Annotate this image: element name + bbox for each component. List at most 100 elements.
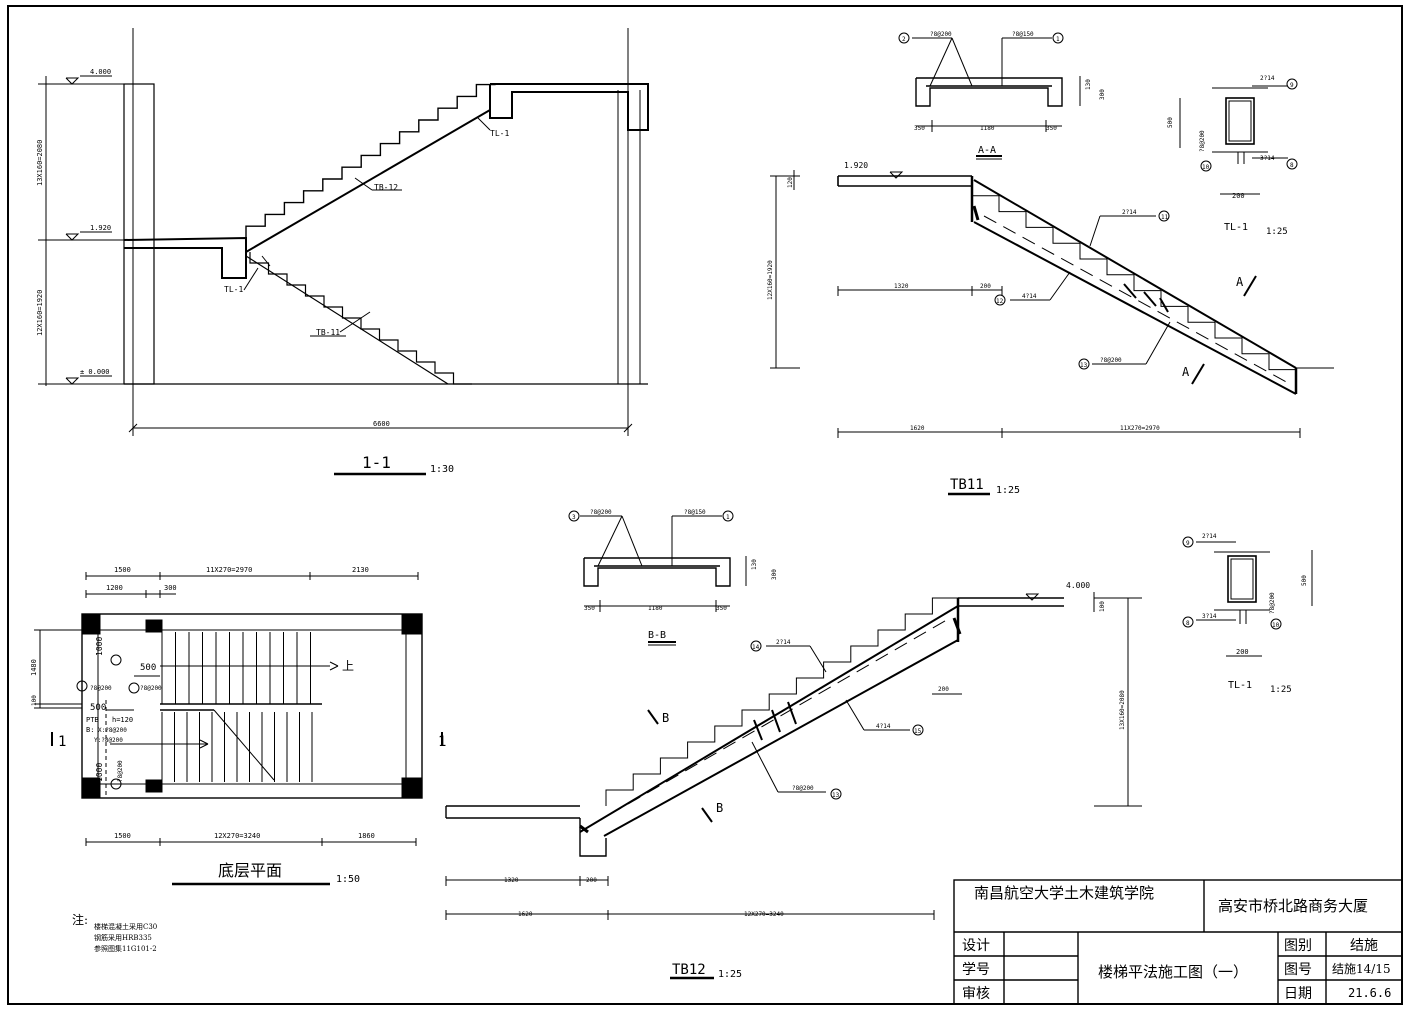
- elev-0: ± 0.000: [80, 368, 110, 376]
- tb12-dim-200: 200: [586, 877, 597, 884]
- plan-inner-bar-b: ?8@200: [140, 685, 162, 692]
- tb-project: 高安市桥北路商务大厦: [1218, 897, 1368, 915]
- plan-up-label: 上: [342, 659, 354, 673]
- aa-title: A-A: [978, 145, 996, 156]
- tb12-dim-200-mid: 200: [938, 686, 949, 693]
- aa-dim-3: 350: [1046, 125, 1057, 132]
- bb-bar-2: ?8@150: [684, 509, 706, 516]
- aa-mark-2: 2: [902, 36, 906, 43]
- notes-line-1: 楼梯混凝土采用C30: [94, 922, 157, 931]
- tb11-rebar-2: 4?14: [1022, 293, 1037, 300]
- aa-dim-2: 1180: [980, 125, 995, 132]
- tl1-top-scale: 1:25: [1266, 227, 1288, 237]
- tb-category: 结施: [1350, 938, 1378, 954]
- plan-inner-500a: 500: [140, 663, 156, 673]
- plan-scale: 1:50: [336, 874, 360, 885]
- bb-mark-3: 3: [572, 514, 576, 521]
- tb-student-no: 学号: [962, 962, 990, 978]
- tb12-mark-15: 15: [914, 728, 922, 735]
- aa-h2: 300: [1099, 89, 1106, 100]
- tb12-dim-1620: 1620: [518, 911, 533, 918]
- plan-dim-300: 300: [164, 584, 177, 592]
- plan-treads: [161, 632, 313, 782]
- tb11-rebar-1: 2?14: [1122, 209, 1137, 216]
- notes-heading: 注:: [72, 912, 88, 927]
- tl1-top-mark-8: 8: [1290, 162, 1294, 169]
- tb-date-label: 日期: [1284, 986, 1312, 1002]
- tb11-dim-1620: 1620: [910, 425, 925, 432]
- plan-inner-bar-c: ?8@200: [117, 760, 124, 782]
- plan-cut-right: 1: [438, 734, 446, 750]
- tb12-steps: [245, 83, 496, 238]
- plan-cut-left: 1: [58, 734, 66, 750]
- bb-h2: 300: [771, 569, 778, 580]
- tl1-mid-mark-9: 9: [1186, 540, 1190, 547]
- notes-line-2: 钢筋采用HRB335: [94, 933, 152, 942]
- label-tb12: TB-12: [374, 183, 398, 192]
- width-dim: 6600: [373, 420, 390, 428]
- tl1-top-mark-10: 10: [1202, 164, 1210, 171]
- tl1-mid-mark-8: 8: [1186, 620, 1190, 627]
- tb-design: 设计: [962, 938, 990, 954]
- tb11-scale: 1:25: [996, 485, 1020, 496]
- notes-line-3: 参照图集11G101-2: [94, 944, 157, 953]
- tl1-top-h: 500: [1167, 117, 1174, 128]
- tb11-elev: 1.920: [844, 161, 868, 170]
- aa-bar-2: ?8@150: [1012, 31, 1034, 38]
- tb11-dim-1320: 1320: [894, 283, 909, 290]
- tl1-mid-w: 200: [1236, 648, 1249, 656]
- section-a-a: [898, 32, 1081, 160]
- plan-inner-500b: 500: [90, 703, 106, 713]
- bb-title: B-B: [648, 630, 666, 641]
- tb12-cut-bottom: B: [716, 801, 723, 815]
- tb11-mark-12: 12: [996, 298, 1004, 305]
- plan-inner-1000a: 1000: [95, 637, 104, 656]
- bb-mark-1: 1: [726, 514, 730, 521]
- label-tb11: TB-11: [316, 328, 340, 337]
- plan-inner-bar-a: ?8@200: [90, 685, 112, 692]
- elev-4000: 4.000: [90, 68, 111, 76]
- plan-inner-ptb: PTB: [86, 716, 99, 724]
- tb-date: 21.6.6: [1348, 986, 1391, 1000]
- plan-inner-1000b: 1000: [95, 763, 104, 782]
- plan-inner-h: h=120: [112, 716, 133, 724]
- bb-h1: 130: [751, 559, 758, 570]
- section-b-b: [568, 510, 747, 646]
- bb-dim-2: 1180: [648, 605, 663, 612]
- tl1-mid-bar-3: ?8@200: [1269, 592, 1276, 614]
- tb-number-label: 图号: [1284, 962, 1312, 978]
- tb11-cut-top: A: [1236, 275, 1244, 289]
- tl1-mid-bar-1: 2?14: [1202, 533, 1217, 540]
- tb12-mark-13: 13: [832, 792, 840, 799]
- plan-dim-3240: 12X270=3240: [214, 832, 260, 840]
- tb12-detail-steps: [605, 597, 960, 806]
- tb11-rebar-3: ?8@200: [1100, 357, 1122, 364]
- tl1-top-bar-3: ?8@200: [1199, 130, 1206, 152]
- plan-dim-1200: 1200: [106, 584, 123, 592]
- tb11-dim-2970: 11X270=2970: [1120, 425, 1160, 432]
- tb-number: 结施14/15: [1332, 962, 1391, 976]
- section-1-1-scale: 1:30: [430, 464, 454, 475]
- tl1-top-bar-2: 3?14: [1260, 155, 1275, 162]
- vdim-lower: 12X160=1920: [36, 290, 44, 336]
- tb12-title: TB12: [672, 962, 706, 978]
- tb-drawing-name: 楼梯平法施工图（一）: [1098, 963, 1248, 981]
- tb11-mark-13: 13: [1080, 362, 1088, 369]
- bb-dim-1: 350: [584, 605, 595, 612]
- outer-border: [7, 5, 1403, 1005]
- aa-mark-1: 1: [1056, 36, 1060, 43]
- aa-h1: 130: [1085, 79, 1092, 90]
- vdim-upper: 13X160=2080: [36, 140, 44, 186]
- tb-category-label: 图别: [1284, 938, 1312, 954]
- tb12-dim-1320: 1320: [504, 877, 519, 884]
- tl1-mid-h: 500: [1301, 575, 1308, 586]
- tb11-dim-200: 200: [980, 283, 991, 290]
- tl1-top: [1179, 78, 1298, 195]
- tb11-dim-top: 120: [787, 177, 794, 188]
- tb12-elev: 4.000: [1066, 581, 1090, 590]
- tl1-mid-title: TL-1: [1228, 680, 1252, 691]
- tb11-detail-steps: [971, 180, 1296, 371]
- plan-dim-2130: 2130: [352, 566, 369, 574]
- tb12-scale: 1:25: [718, 969, 742, 980]
